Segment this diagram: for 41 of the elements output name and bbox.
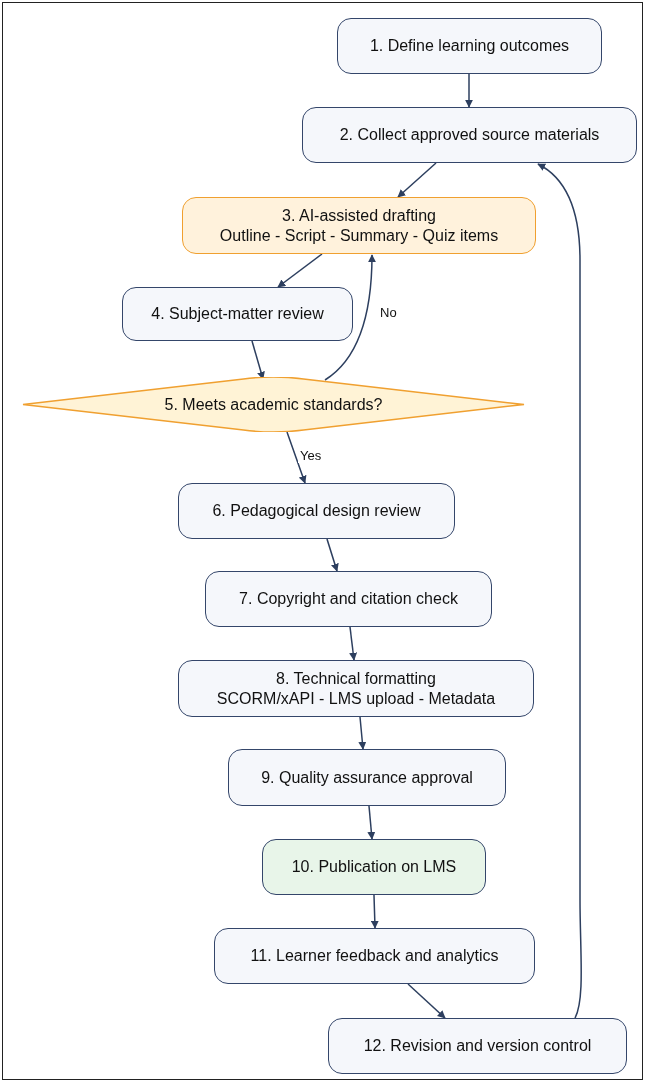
process-box [182,197,536,254]
process-box [302,107,637,163]
arrow [407,983,446,1019]
process-box [337,18,602,74]
node-label: 2. Collect approved source materials [339,125,600,145]
process-box [178,660,534,717]
arrow [286,431,307,484]
node-label: 12. Revision and version control [363,1036,592,1056]
node-label: 9. Quality assurance approval [261,767,473,788]
process-box [205,571,492,627]
node-label: 1. Define learning outcomes [369,36,570,56]
node-label: 11. Learner feedback and analytics [250,946,499,966]
process-box [214,928,535,984]
node-label: Outline - Script - Summary - Quiz items [219,225,499,246]
node-label: 3. AI-assisted drafting [282,205,436,226]
process-box [228,749,506,806]
process-box [328,1018,627,1074]
node-label: 10. Publication on LMS [291,857,457,877]
decision-diamond [22,377,525,432]
arrow [349,626,358,661]
node-label: 6. Pedagogical design review [212,501,421,521]
arrow [277,253,323,288]
arrow [370,894,379,929]
node-label: 7. Copyright and citation check [239,589,458,609]
node-label: 4. Subject-matter review [151,304,324,324]
arrow [358,716,367,750]
edge-label: Yes [298,448,324,463]
node-label: 8. Technical formatting [276,668,436,689]
process-box [178,483,455,539]
arrow [324,254,376,381]
arrow [537,163,582,1019]
arrow [367,805,376,840]
process-box [262,839,486,895]
process-box [122,287,353,341]
arrow [251,340,265,380]
node-label: SCORM/xAPI - LMS upload - Metadata [216,688,496,709]
edge-label: No [378,305,399,320]
arrow [465,73,473,108]
arrow [326,538,339,572]
node-label: 5. Meets academic standards? [164,394,383,415]
arrow [397,162,437,198]
